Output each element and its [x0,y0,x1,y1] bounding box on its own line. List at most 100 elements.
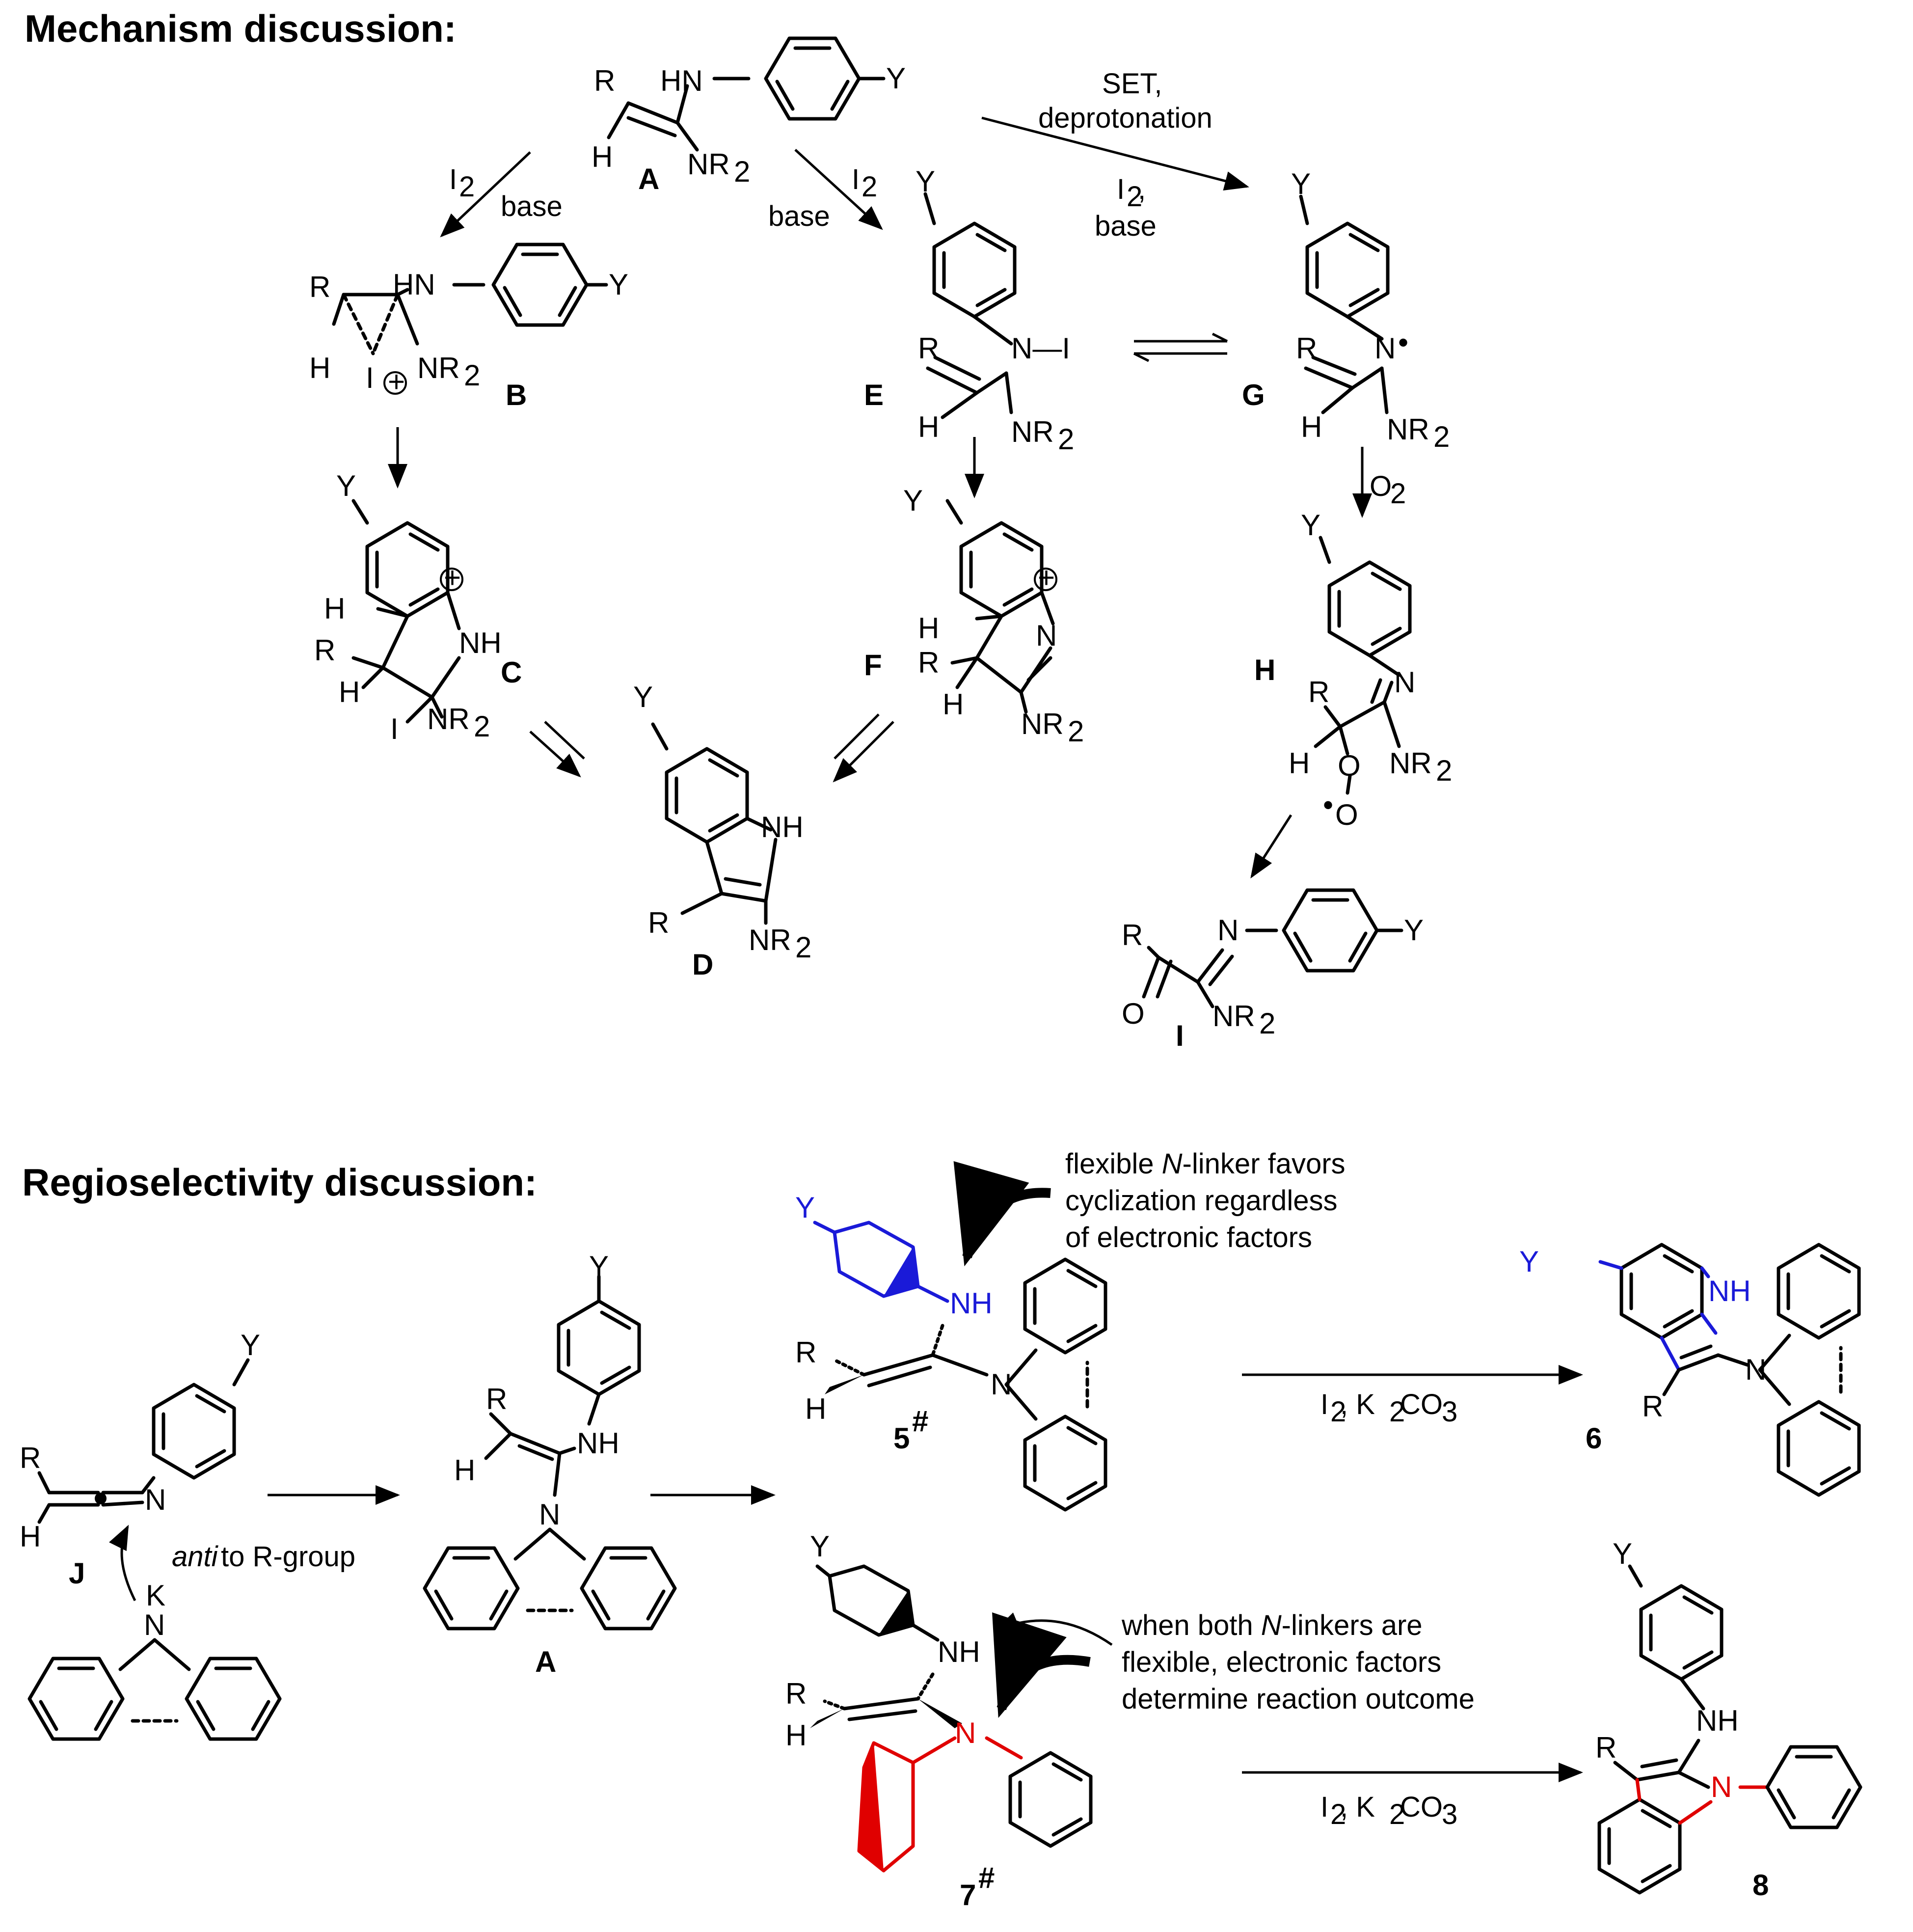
svg-text:N: N [1217,914,1239,947]
svg-text:2: 2 [1433,420,1450,453]
svg-text:Y: Y [795,1191,815,1224]
svg-text:H: H [339,676,360,708]
svg-text:2: 2 [1436,754,1452,787]
svg-text:of electronic factors: of electronic factors [1065,1222,1312,1253]
svg-text:I: I [1117,173,1125,205]
svg-text:H: H [918,612,939,645]
svg-text:Y: Y [886,62,906,95]
svg-text:+: + [444,561,461,594]
svg-text:anti: anti [172,1541,219,1573]
svg-text:Y: Y [1519,1245,1539,1278]
svg-text:N: N [1036,619,1057,652]
svg-text:flexible, electronic facto: flexible, electronic factors [1122,1646,1441,1678]
svg-text:Y: Y [1404,914,1424,947]
svg-text:+: + [388,365,405,398]
compound-A: R HN Y H NR 2 A [592,38,906,195]
svg-text:, K: , K [1340,1388,1375,1420]
svg-text:2: 2 [1068,715,1084,748]
svg-text:2: 2 [862,171,877,203]
arrow-A-to-B [440,151,531,238]
svg-text:2: 2 [1330,1798,1346,1830]
svg-text:base: base [1095,210,1157,242]
svg-text:cyclization regardless: cyclization regardless [1065,1185,1337,1217]
svg-text:NR: NR [1021,707,1064,740]
svg-text:3: 3 [1442,1798,1457,1830]
svg-text:N: N [955,1716,976,1749]
svg-text:3: 3 [1442,1396,1457,1428]
label-5: 5 [893,1422,910,1455]
svg-text:R: R [1308,676,1329,708]
svg-text:2: 2 [459,171,475,203]
svg-text:R: R [795,1336,816,1369]
svg-text:O: O [1335,798,1358,831]
compound-G: Y N • R H NR 2 G [1242,167,1450,453]
equilibrium-arrow [1133,332,1228,362]
svg-text:determine reaction outcome: determine reaction outcome [1122,1683,1475,1715]
svg-text:O: O [1122,997,1145,1030]
svg-text:R: R [1642,1390,1663,1423]
svg-text:N: N [1374,332,1396,365]
svg-text:H: H [454,1454,475,1487]
svg-text:NR: NR [1212,1000,1255,1033]
label-B: B [506,379,527,411]
svg-text:base: base [768,200,830,232]
curved-arrow-flexible [953,1161,1051,1267]
label-J: J [69,1557,85,1590]
svg-text:Y: Y [336,469,356,502]
compound-E: Y N—I R H NR 2 E [864,165,1074,456]
svg-text:H: H [805,1392,826,1425]
svg-text:I: I [1320,1791,1328,1823]
arrow-A-to-G [981,116,1249,191]
curved-arrow-thin [994,1612,1113,1646]
svg-text:H: H [1301,410,1322,443]
svg-text:N: N [991,1368,1012,1401]
svg-text:Y: Y [916,165,935,198]
svg-text:R: R [20,1442,41,1474]
svg-text:2: 2 [474,710,490,743]
svg-text:•: • [1323,789,1333,821]
svg-text:H: H [785,1719,807,1752]
svg-text:base: base [501,190,563,222]
svg-text:H: H [918,410,939,443]
compound-F: + Y H N R H NR 2 F [864,484,1084,748]
svg-text:O: O [1338,749,1361,782]
svg-text:H: H [324,592,345,625]
svg-text:N: N [1394,666,1415,699]
label-6: 6 [1586,1422,1602,1455]
svg-text:N: N [539,1498,560,1531]
svg-text:Y: Y [589,1250,609,1283]
svg-text:H: H [1289,747,1310,780]
svg-text:2: 2 [1330,1396,1346,1428]
svg-text:R: R [918,646,939,679]
svg-text:NR: NR [417,352,460,384]
svg-text:NH: NH [938,1635,980,1668]
svg-text:NR: NR [427,703,470,735]
svg-text:N—I: N—I [1011,332,1070,365]
label-E: E [864,379,884,411]
svg-text:Y: Y [903,484,923,517]
svg-text:NR: NR [749,924,791,956]
compound-A-regio: Y NH R H N A [425,1250,675,1678]
svg-text:2: 2 [795,931,811,964]
heading-regioselectivity: Regioselectivity discussion: [22,1161,537,1204]
compound-8: Y NH R N 8 [1595,1537,1860,1902]
svg-text:H: H [20,1520,41,1553]
svg-text:N: N [1711,1770,1732,1803]
compound-I: R N Y O NR 2 I [1122,890,1424,1052]
svg-text:deprotonation: deprotonation [1038,102,1212,134]
svg-text:H: H [943,688,964,721]
svg-text:SET,: SET, [1102,68,1162,100]
svg-text:NH: NH [1708,1275,1751,1307]
svg-text:HN: HN [393,268,435,301]
svg-text:#: # [978,1861,995,1894]
compound-6: Y NH R N 6 [1519,1245,1859,1495]
svg-text:R: R [918,332,939,365]
arrow-F-to-D [833,713,894,783]
svg-text:2: 2 [464,359,480,392]
svg-text:I: I [852,163,860,195]
svg-text:NR: NR [1389,747,1432,780]
svg-text:Y: Y [810,1530,830,1563]
svg-text:R: R [594,64,615,97]
compound-D: Y NH R NR 2 D [633,680,811,981]
svg-text:2: 2 [734,155,750,188]
